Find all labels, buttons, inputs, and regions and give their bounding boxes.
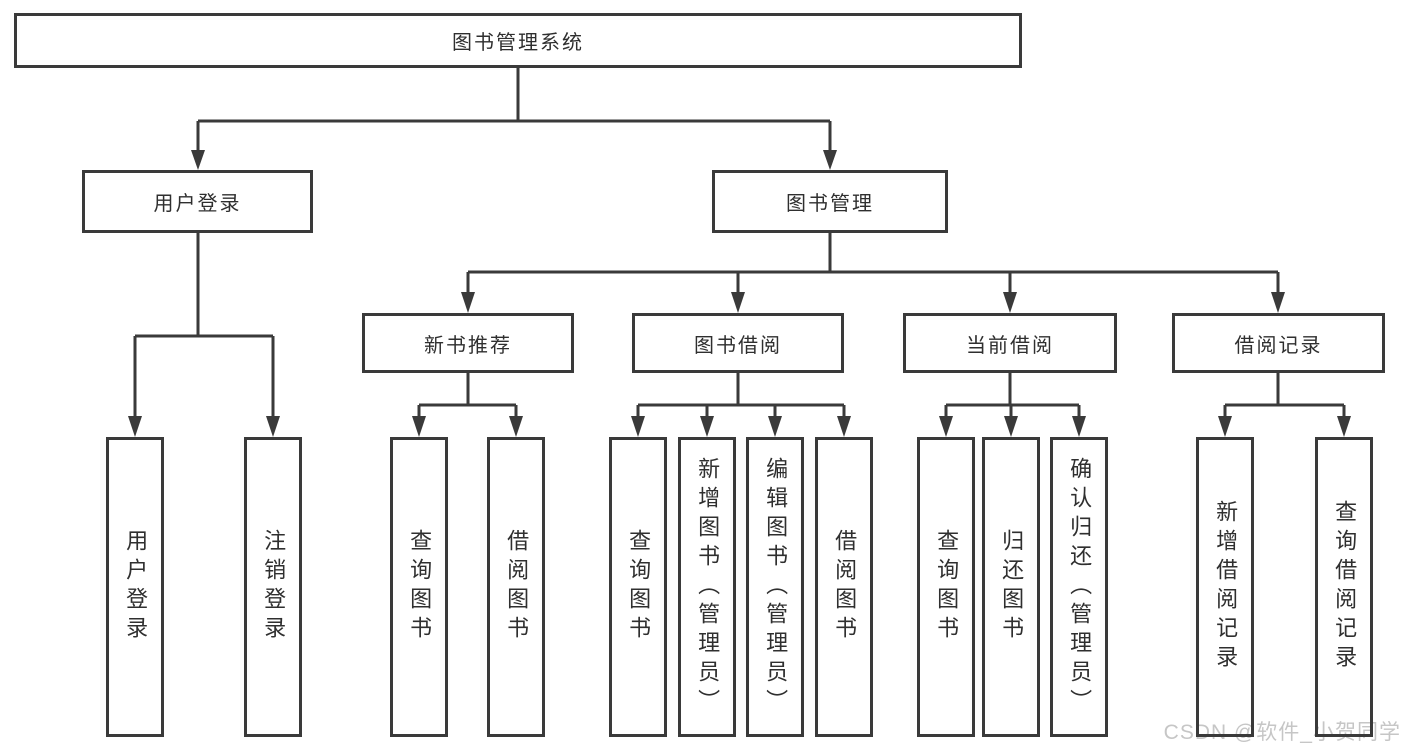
- leaf-query-books-2: 查询图书: [609, 437, 667, 737]
- node-label: 用户登录: [123, 529, 149, 645]
- node-book-management: 图书管理: [712, 170, 948, 233]
- node-label: 查询图书: [934, 529, 960, 645]
- leaf-query-borrow-record: 查询借阅记录: [1315, 437, 1373, 737]
- node-label: 查询借阅记录: [1332, 500, 1358, 674]
- leaf-confirm-return-admin: 确认归还（管理员）: [1050, 437, 1108, 737]
- node-label: 查询图书: [626, 529, 652, 645]
- node-label: 新增图书（管理员）: [695, 456, 721, 718]
- node-label: 借阅图书: [504, 529, 530, 645]
- leaf-add-books-admin: 新增图书（管理员）: [678, 437, 736, 737]
- leaf-logout: 注销登录: [244, 437, 302, 737]
- leaf-query-books-3: 查询图书: [917, 437, 975, 737]
- node-label: 用户登录: [153, 193, 242, 215]
- node-label: 新书推荐: [424, 334, 512, 357]
- node-label: 图书管理: [786, 193, 874, 215]
- node-label: 归还图书: [999, 529, 1025, 645]
- node-label: 新增借阅记录: [1213, 500, 1239, 674]
- node-label: 借阅图书: [832, 529, 858, 645]
- node-root-system: 图书管理系统: [14, 13, 1022, 68]
- node-label: 图书管理系统: [452, 32, 584, 54]
- leaf-query-books-1: 查询图书: [390, 437, 448, 737]
- node-label: 图书借阅: [694, 334, 782, 357]
- leaf-return-books: 归还图书: [982, 437, 1040, 737]
- leaf-add-borrow-record: 新增借阅记录: [1196, 437, 1254, 737]
- node-label: 当前借阅: [966, 334, 1054, 357]
- node-label: 确认归还（管理员）: [1067, 456, 1093, 718]
- node-new-book-recommend: 新书推荐: [362, 313, 574, 373]
- node-book-borrow: 图书借阅: [632, 313, 844, 373]
- csdn-watermark: CSDN @软件_小贺同学: [1163, 721, 1401, 744]
- leaf-user-login: 用户登录: [106, 437, 164, 737]
- node-borrow-records: 借阅记录: [1172, 313, 1385, 373]
- leaf-borrow-books-2: 借阅图书: [815, 437, 873, 737]
- node-label: 编辑图书（管理员）: [763, 456, 789, 718]
- node-label: 查询图书: [407, 529, 433, 645]
- node-current-borrow: 当前借阅: [903, 313, 1117, 373]
- node-label: 注销登录: [261, 529, 287, 645]
- leaf-edit-books-admin: 编辑图书（管理员）: [746, 437, 804, 737]
- node-user-login: 用户登录: [82, 170, 313, 233]
- node-label: 借阅记录: [1234, 334, 1323, 357]
- leaf-borrow-books-1: 借阅图书: [487, 437, 545, 737]
